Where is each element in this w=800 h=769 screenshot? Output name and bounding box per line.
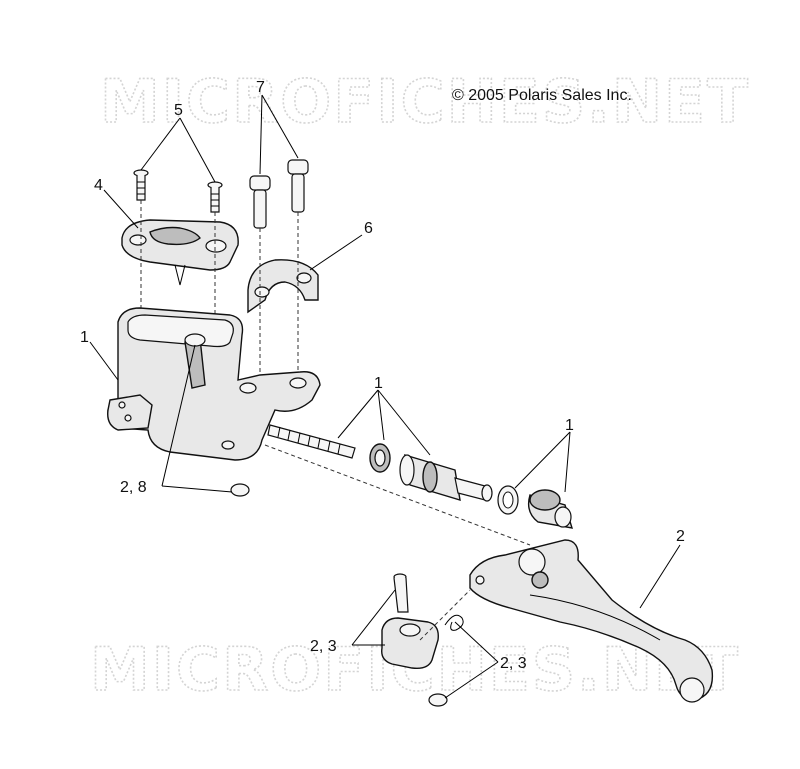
callout-1-boot: 1 — [565, 417, 574, 434]
copyright-text: © 2005 Polaris Sales Inc. — [452, 87, 632, 104]
callout-2-lever: 2 — [676, 528, 685, 545]
pivot-pin — [393, 573, 409, 613]
watermark-top: MICROFICHES.NET — [100, 67, 750, 137]
clamp-bolt-left — [249, 175, 271, 229]
e-clip-upper — [230, 483, 250, 497]
piston-washer — [497, 485, 519, 515]
reservoir-cover — [121, 219, 239, 286]
callout-2-3-left: 2, 3 — [310, 638, 337, 655]
clamp-bolt-right — [287, 159, 309, 213]
brake-lever — [469, 539, 714, 703]
callout-5: 5 — [174, 102, 183, 119]
spring-clip — [444, 614, 464, 631]
piston-spring — [267, 424, 356, 459]
handlebar-clamp — [247, 259, 319, 314]
piston-boot — [527, 489, 574, 529]
piston — [399, 454, 493, 502]
piston-seal — [369, 443, 391, 473]
leaders — [89, 94, 681, 699]
callout-7: 7 — [256, 79, 265, 96]
callout-6: 6 — [364, 220, 373, 237]
callout-1-piston: 1 — [374, 375, 383, 392]
lever-block — [381, 617, 439, 670]
master-cylinder-body — [107, 307, 321, 461]
cover-screw-right — [207, 181, 223, 213]
callout-4: 4 — [94, 177, 103, 194]
e-clip-lower — [428, 693, 448, 707]
callout-1-body: 1 — [80, 329, 89, 346]
callout-2-8: 2, 8 — [120, 479, 147, 496]
cover-screw-left — [133, 169, 149, 201]
callout-2-3-right: 2, 3 — [500, 655, 527, 672]
